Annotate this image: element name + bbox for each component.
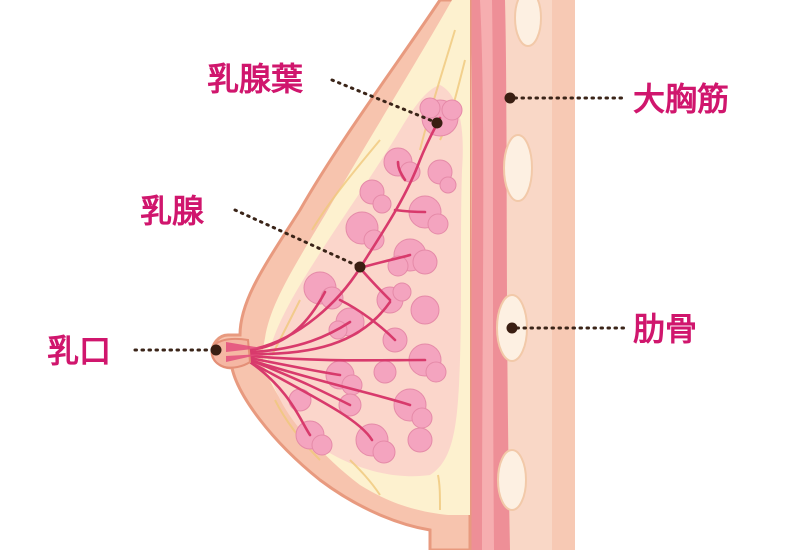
label-gland: 乳腺 [140, 192, 205, 230]
rib-1 [514, 0, 542, 47]
dot-lobule [431, 117, 443, 129]
dot-gland [354, 261, 366, 273]
label-nipple: 乳口 [47, 332, 111, 370]
rib-4 [497, 449, 527, 511]
milk-ducts [248, 116, 442, 442]
dot-pectoral [504, 92, 516, 104]
leader-lobule [330, 78, 437, 124]
pectoral-muscle-highlight [480, 0, 494, 550]
rib-2 [503, 134, 533, 202]
dot-nipple [210, 344, 222, 356]
label-pectoral: 大胸筋 [633, 80, 729, 118]
nipple [211, 337, 262, 369]
dot-rib [506, 322, 518, 334]
label-rib: 肋骨 [633, 310, 697, 348]
leader-gland [233, 208, 360, 268]
label-lobule: 乳腺葉 [207, 60, 304, 98]
